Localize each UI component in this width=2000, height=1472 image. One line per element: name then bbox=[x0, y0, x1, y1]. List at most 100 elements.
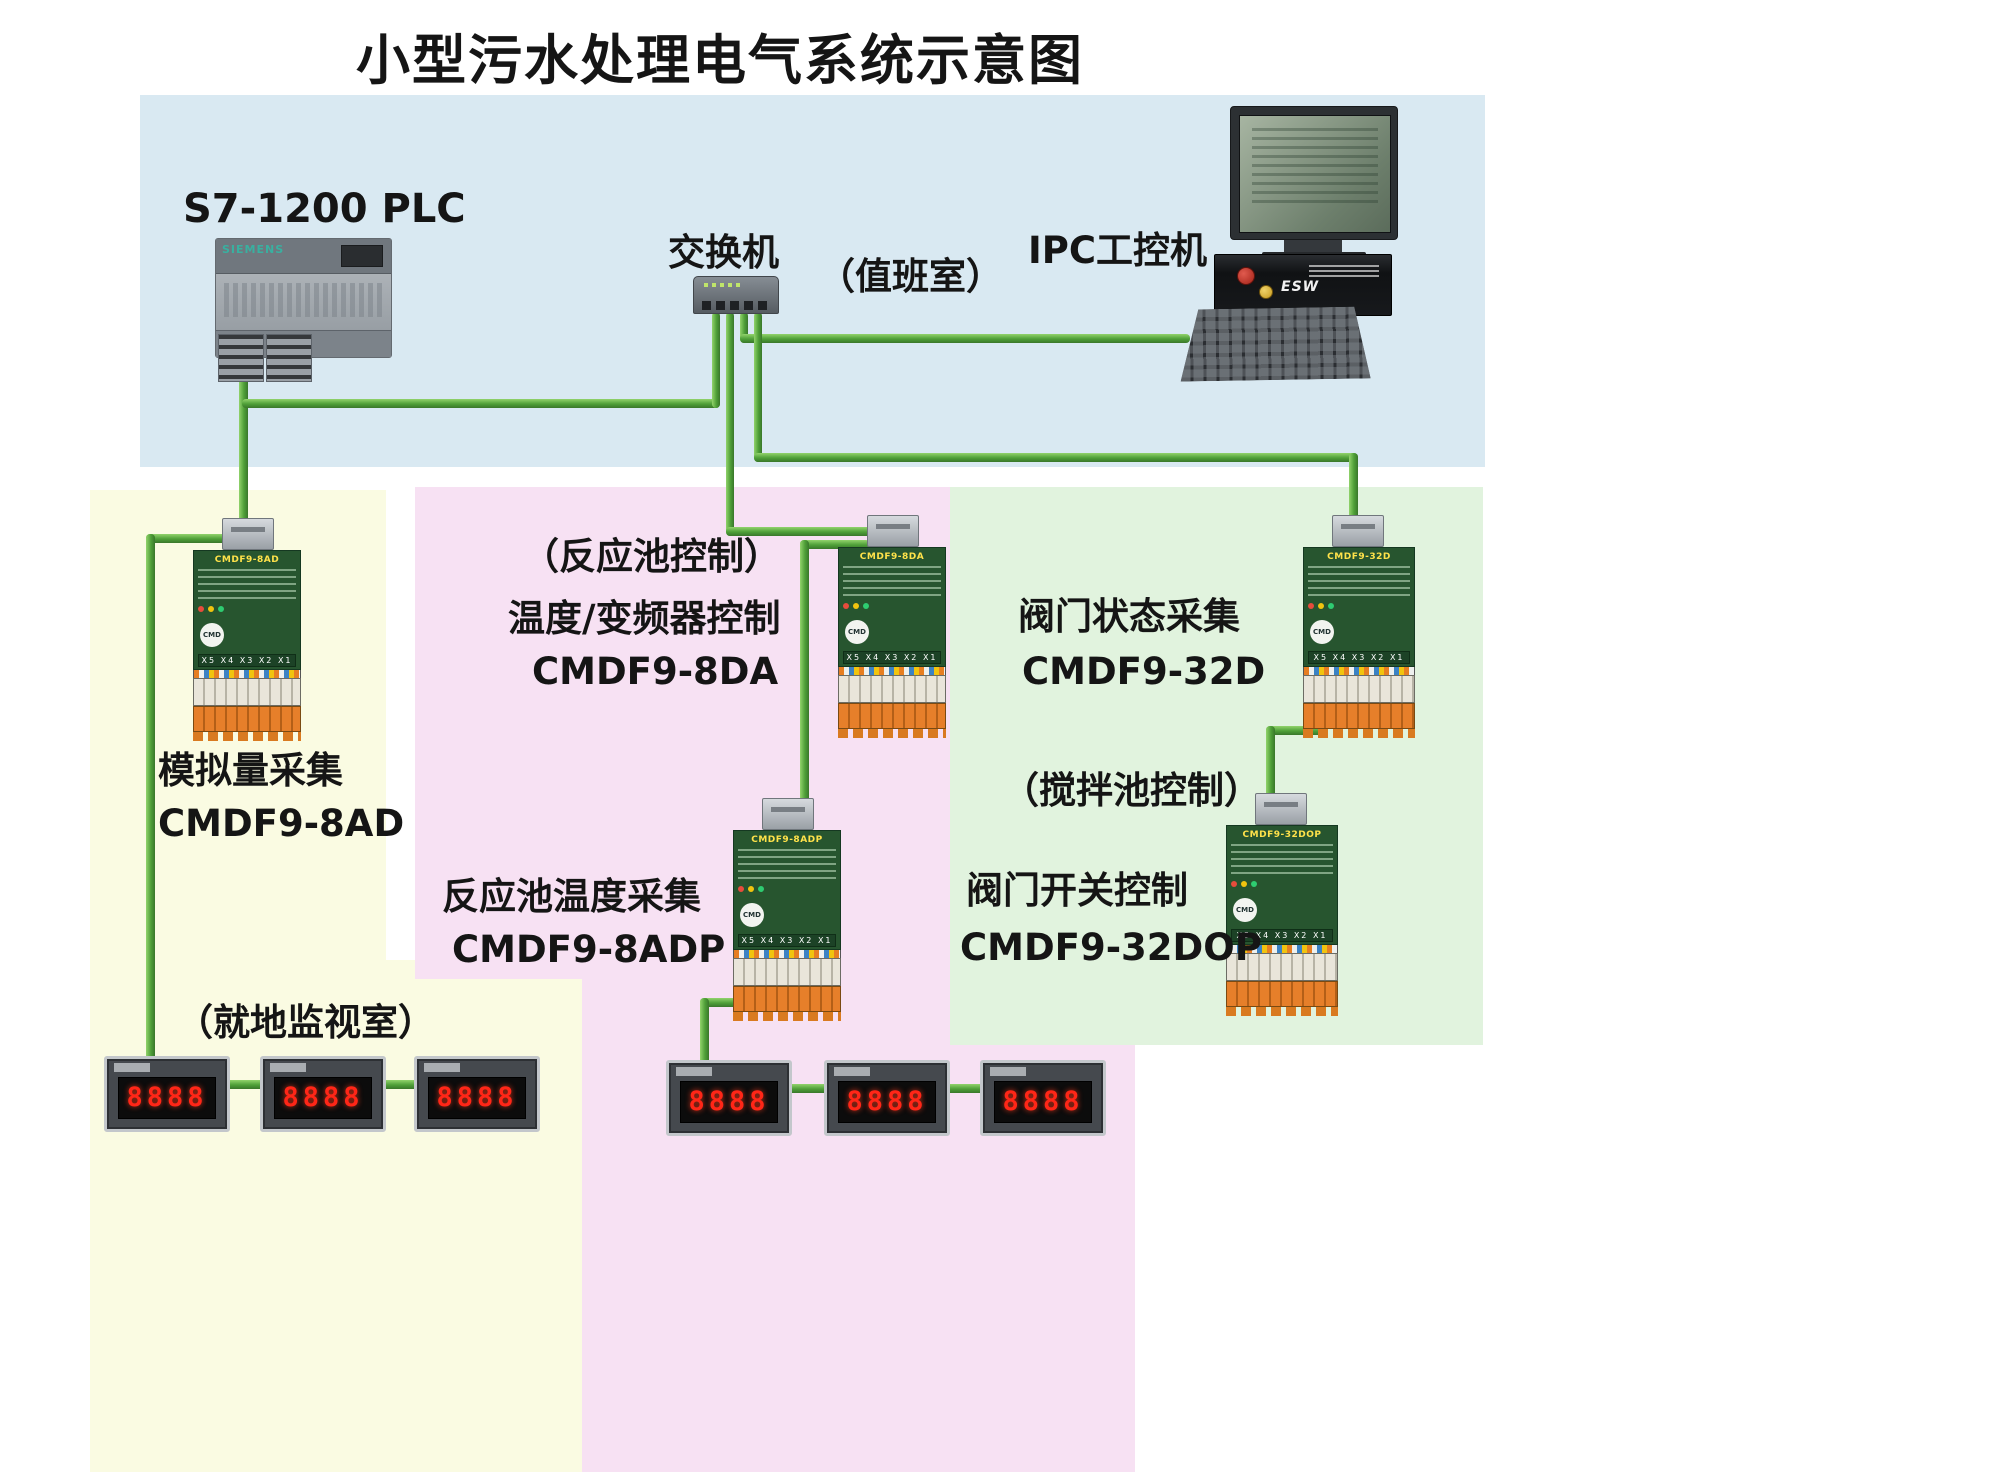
terminal-clips bbox=[1303, 729, 1415, 738]
module-pcb: CMDF9-32D CMD X5 X4 X3 X2 X1 bbox=[1303, 547, 1415, 667]
terminal-blocks-lower bbox=[1226, 981, 1338, 1007]
wire-row bbox=[838, 667, 946, 675]
cable-8adp-to-meters bbox=[700, 998, 709, 1090]
io-module-cmdf9-32dop: CMDF9-32DOP CMD X5 X4 X3 X2 X1 bbox=[1226, 793, 1338, 1016]
plc-brand-text: SIEMENS bbox=[222, 243, 285, 256]
chassis-caption-lines bbox=[1309, 265, 1379, 279]
module-leds bbox=[843, 603, 941, 609]
module-leds bbox=[1231, 881, 1333, 887]
switch-label: 交换机 bbox=[668, 231, 779, 274]
meter-tag bbox=[834, 1067, 870, 1076]
cable-8ad-branch bbox=[146, 534, 246, 543]
meter-tag bbox=[114, 1063, 150, 1072]
valve-control-label: 阀门开关控制 bbox=[966, 869, 1188, 912]
meter-display: 8888 bbox=[994, 1081, 1092, 1123]
plc-display bbox=[341, 245, 383, 267]
panel-meter: 8888 bbox=[260, 1056, 386, 1132]
cmdf9-32d-label: CMDF9-32D bbox=[1022, 650, 1266, 693]
cable-to-8da bbox=[726, 527, 878, 536]
cable-8ad-to-meters bbox=[146, 534, 155, 1089]
io-module-cmdf9-8adp: CMDF9-8ADP CMD X5 X4 X3 X2 X1 bbox=[733, 798, 841, 1021]
cable-32d-branch bbox=[1266, 726, 1328, 735]
module-silkscreen bbox=[1308, 566, 1410, 600]
reset-button bbox=[1259, 285, 1273, 299]
terminal-blocks-upper bbox=[1303, 675, 1415, 703]
plc-vents bbox=[224, 283, 383, 317]
panel-meter: 8888 bbox=[824, 1060, 950, 1136]
io-module-cmdf9-32d: CMDF9-32D CMD X5 X4 X3 X2 X1 bbox=[1303, 515, 1415, 738]
module-model-text: CMDF9-8ADP bbox=[751, 835, 823, 845]
power-button bbox=[1237, 267, 1255, 285]
module-pcb: CMDF9-8ADP CMD X5 X4 X3 X2 X1 bbox=[733, 830, 841, 950]
analog-function-label: 模拟量采集 bbox=[158, 749, 343, 792]
meter-tag bbox=[424, 1063, 460, 1072]
cmd-logo: CMD bbox=[845, 620, 869, 644]
panel-meter: 8888 bbox=[414, 1056, 540, 1132]
terminal-blocks-upper bbox=[1226, 953, 1338, 981]
meter-tag bbox=[990, 1067, 1026, 1076]
plc-label: S7-1200 PLC bbox=[183, 186, 466, 232]
terminal-row-labels: X5 X4 X3 X2 X1 bbox=[1231, 929, 1333, 942]
meter-display: 8888 bbox=[428, 1077, 526, 1119]
panel-meter: 8888 bbox=[666, 1060, 792, 1136]
ipc-monitor bbox=[1230, 106, 1398, 240]
terminal-blocks-upper bbox=[733, 958, 841, 986]
meter-tag bbox=[676, 1067, 712, 1076]
switch-leds bbox=[704, 283, 744, 287]
cable-switch-drop-2 bbox=[726, 312, 734, 536]
panel-meter: 8888 bbox=[104, 1056, 230, 1132]
terminal-row-labels: X5 X4 X3 X2 X1 bbox=[198, 654, 296, 667]
module-model-text: CMDF9-32D bbox=[1327, 552, 1391, 562]
terminal-blocks-upper bbox=[193, 678, 301, 706]
cable-connector bbox=[1255, 793, 1307, 825]
temp-vfd-label: 温度/变频器控制 bbox=[508, 597, 781, 640]
ipc-chassis: ESW bbox=[1214, 254, 1392, 316]
chassis-brand-text: ESW bbox=[1281, 279, 1320, 295]
ipc-label: IPC工控机 bbox=[1028, 229, 1208, 272]
analog-model-label: CMDF9-8AD bbox=[158, 802, 405, 845]
ethernet-switch bbox=[693, 276, 779, 314]
mixing-room-label: （搅拌池控制） bbox=[1002, 769, 1261, 812]
cable-connector bbox=[762, 798, 814, 830]
monitor-screen bbox=[1239, 115, 1391, 233]
cable-connector bbox=[867, 515, 919, 547]
monitor-stand bbox=[1284, 240, 1342, 254]
cable-plc-to-8ad bbox=[239, 374, 248, 526]
cable-connector bbox=[1332, 515, 1384, 547]
reaction-control-label: （反应池控制） bbox=[522, 535, 781, 578]
terminal-clips bbox=[733, 1012, 841, 1021]
cable-8adp-branch bbox=[700, 998, 752, 1007]
module-pcb: CMDF9-8DA CMD X5 X4 X3 X2 X1 bbox=[838, 547, 946, 667]
module-model-text: CMDF9-8DA bbox=[859, 552, 925, 562]
reaction-zone-lower bbox=[582, 979, 1135, 1472]
wire-row bbox=[733, 950, 841, 958]
terminal-clips bbox=[838, 729, 946, 738]
module-model-text: CMDF9-8AD bbox=[214, 555, 280, 565]
terminal-row-labels: X5 X4 X3 X2 X1 bbox=[1308, 651, 1410, 664]
cmdf9-32dop-label: CMDF9-32DOP bbox=[960, 926, 1262, 969]
module-leds bbox=[1308, 603, 1410, 609]
terminal-blocks-lower bbox=[733, 986, 841, 1012]
reaction-temp-label: 反应池温度采集 bbox=[442, 875, 701, 918]
plc-expansion-module bbox=[266, 334, 312, 382]
meter-display: 8888 bbox=[274, 1077, 372, 1119]
switch-ports bbox=[702, 301, 770, 310]
cmd-logo: CMD bbox=[1233, 898, 1257, 922]
terminal-blocks-upper bbox=[838, 675, 946, 703]
cable-switch-drop-4 bbox=[754, 312, 762, 462]
plc-top-panel: SIEMENS bbox=[216, 239, 391, 274]
module-leds bbox=[738, 886, 836, 892]
cable-switch-to-ipc bbox=[740, 334, 1190, 343]
cmd-logo: CMD bbox=[1310, 620, 1334, 644]
io-module-cmdf9-8ad: CMDF9-8AD CMD X5 X4 X3 X2 X1 bbox=[193, 518, 301, 741]
module-pcb: CMDF9-32DOP CMD X5 X4 X3 X2 X1 bbox=[1226, 825, 1338, 945]
analog-zone-lower bbox=[90, 960, 582, 1472]
module-model-text: CMDF9-32DOP bbox=[1242, 830, 1322, 840]
cable-plc-to-switch bbox=[242, 399, 720, 408]
module-leds bbox=[198, 606, 296, 612]
terminal-blocks-lower bbox=[1303, 703, 1415, 729]
terminal-row-labels: X5 X4 X3 X2 X1 bbox=[843, 651, 941, 664]
duty-room-label: （值班室） bbox=[818, 255, 1003, 298]
cable-to-32d-horizontal bbox=[754, 453, 1358, 462]
module-silkscreen bbox=[843, 566, 941, 600]
